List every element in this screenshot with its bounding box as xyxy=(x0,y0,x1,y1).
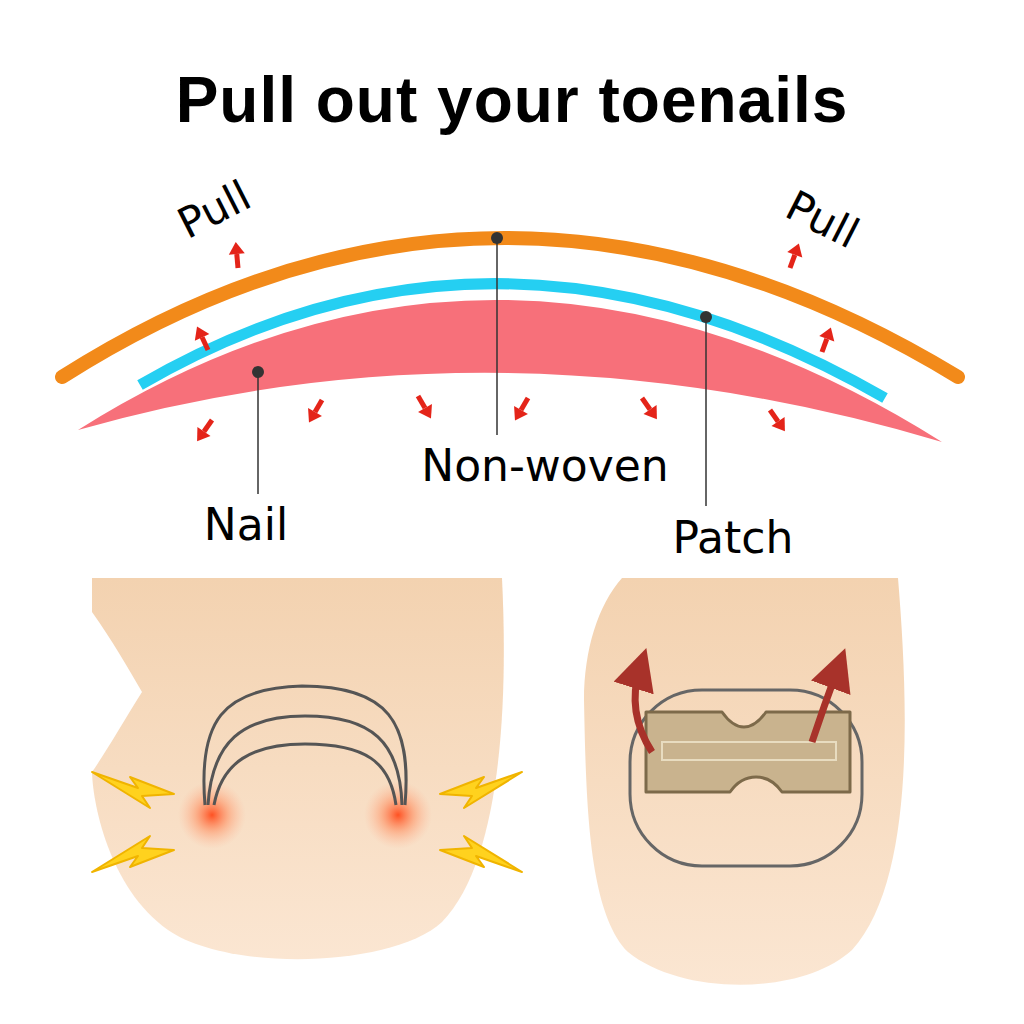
leader-line xyxy=(496,238,498,435)
pull-label: Pull xyxy=(171,174,256,245)
force-arrow xyxy=(315,400,322,412)
pointer-dot xyxy=(491,232,503,244)
force-arrow xyxy=(819,328,834,342)
force-arrow xyxy=(418,396,425,408)
pull-label: Pull xyxy=(779,184,864,255)
force-arrow xyxy=(770,410,778,421)
pointer-dot xyxy=(700,311,712,323)
force-arrow xyxy=(195,326,210,340)
force-arrow xyxy=(237,254,238,268)
leader-line xyxy=(705,317,707,506)
force-arrow xyxy=(418,404,432,418)
force-arrow xyxy=(197,427,210,441)
force-arrow xyxy=(790,255,795,268)
force-arrow xyxy=(642,398,650,409)
non-woven-layer xyxy=(62,238,958,377)
force-arrow xyxy=(229,242,245,255)
ingrown-toe xyxy=(92,578,522,959)
force-arrow xyxy=(308,408,322,422)
force-arrow xyxy=(204,420,212,431)
patched-toe xyxy=(584,578,905,985)
force-arrows xyxy=(195,242,834,441)
force-arrow xyxy=(202,337,208,350)
title: Pull out your toenails xyxy=(0,68,1024,132)
nail-layer xyxy=(78,300,942,442)
part-label: Nail xyxy=(204,503,288,547)
leader-line xyxy=(257,372,259,494)
part-label: Non-woven xyxy=(421,444,669,488)
force-arrow xyxy=(521,398,528,410)
force-arrow xyxy=(514,406,528,420)
pointer-dot xyxy=(252,366,264,378)
force-arrow xyxy=(771,417,784,431)
force-arrow xyxy=(787,244,802,258)
part-label: Patch xyxy=(673,516,794,560)
force-arrow xyxy=(822,339,827,352)
force-arrow xyxy=(643,405,656,419)
